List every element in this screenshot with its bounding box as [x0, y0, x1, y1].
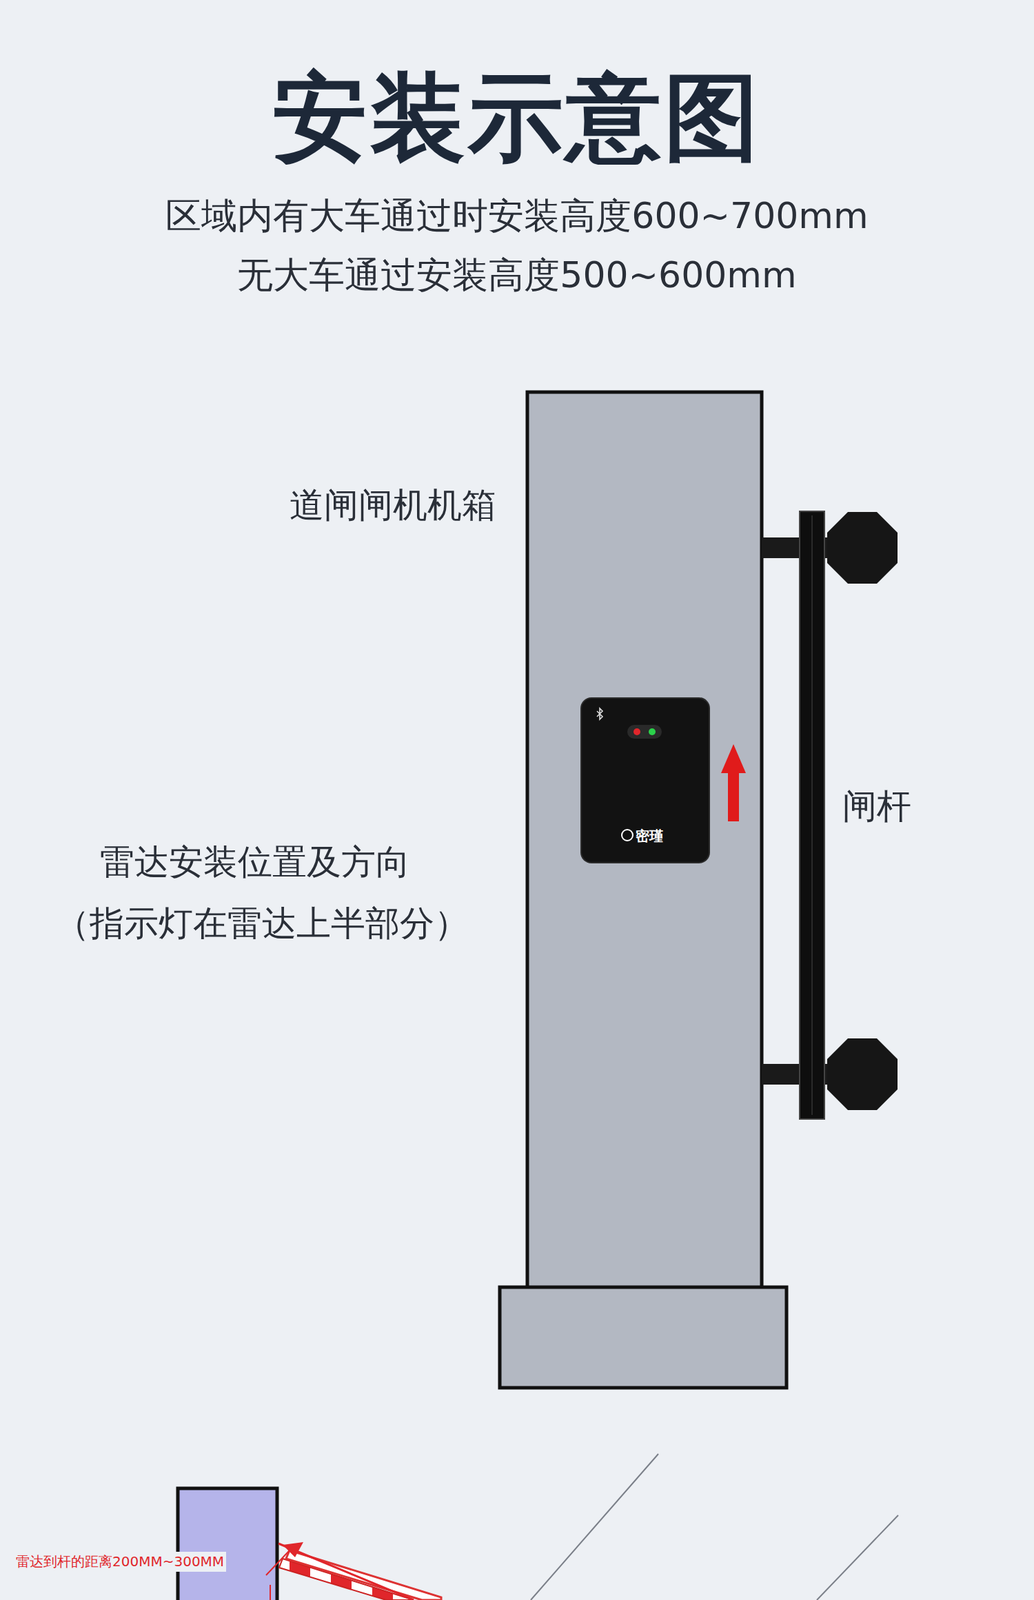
- boom-bar: [799, 511, 825, 1120]
- title: 安装示意图: [272, 54, 762, 183]
- part-label: 道闸闸机机箱: [289, 482, 497, 529]
- dimension-label: 雷达到杆的距离200MM~300MM: [13, 1552, 227, 1573]
- part-label: 闸杆: [842, 783, 912, 830]
- gate-base: [499, 1287, 787, 1389]
- direction-arrow: [721, 744, 746, 774]
- boom-knob: [827, 512, 898, 584]
- brand-logo: 密瑾: [635, 827, 664, 846]
- boom-arm: [279, 1559, 414, 1600]
- gate-cabinet-top-view: [177, 1488, 278, 1600]
- boom-edge: [811, 515, 813, 1116]
- radar-device: 密瑾: [581, 698, 709, 863]
- subtitle: 区域内有大车通过时安装高度600~700mm: [165, 192, 868, 241]
- distance-leader: [266, 1551, 290, 1576]
- road-line: [530, 1454, 659, 1600]
- subtitle: 无大车通过安装高度500~600mm: [237, 251, 797, 300]
- part-label: 雷达安装位置及方向: [99, 839, 411, 886]
- gate-cabinet: [527, 392, 762, 1289]
- distance-leader: [269, 1585, 271, 1600]
- boom-arm: [286, 1551, 442, 1600]
- road-line: [816, 1515, 899, 1600]
- distance-line: [278, 1544, 414, 1600]
- direction-arrow: [727, 772, 739, 822]
- boom-knob: [827, 1038, 898, 1111]
- note: （指示灯在雷达上半部分）: [55, 900, 469, 948]
